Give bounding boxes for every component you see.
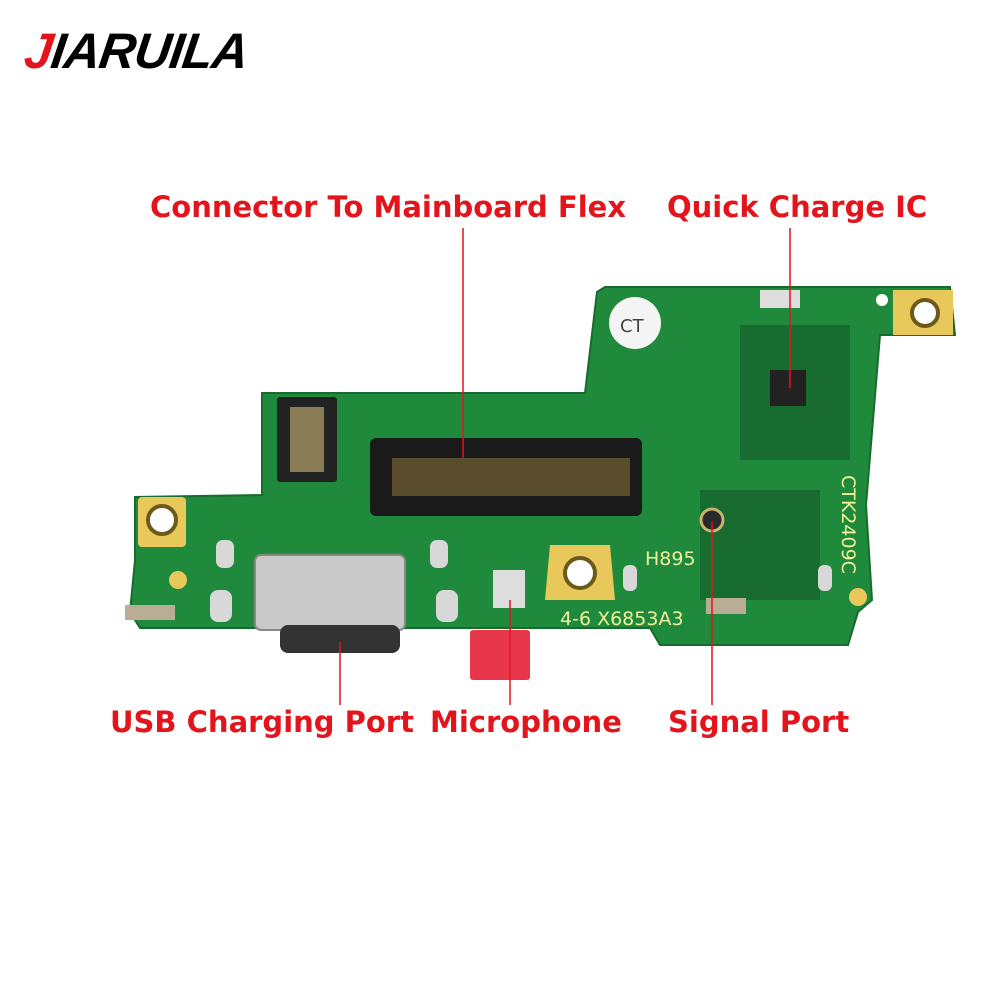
mounting-hole-center: [545, 545, 615, 600]
svg-text:4-6 X6853A3: 4-6 X6853A3: [560, 608, 684, 630]
mounting-hole-left: [138, 497, 186, 547]
svg-text:CTK2409C: CTK2409C: [837, 475, 859, 574]
microphone-body: [493, 570, 525, 608]
label-quick-charge: Quick Charge IC: [667, 190, 928, 224]
usb-port: [254, 554, 406, 631]
quick-charge-ic: [770, 370, 806, 406]
label-usb: USB Charging Port: [110, 705, 414, 739]
label-signal: Signal Port: [668, 705, 850, 739]
svg-text:CT: CT: [620, 316, 645, 337]
callout-lines: [339, 228, 791, 705]
signal-port: [706, 598, 746, 614]
microphone-seal: [470, 630, 530, 680]
label-microphone: Microphone: [430, 705, 622, 739]
svg-text:H895: H895: [645, 548, 696, 570]
ct-sticker: [609, 297, 661, 349]
label-connector: Connector To Mainboard Flex: [150, 190, 627, 224]
mounting-hole-right: [876, 290, 953, 335]
